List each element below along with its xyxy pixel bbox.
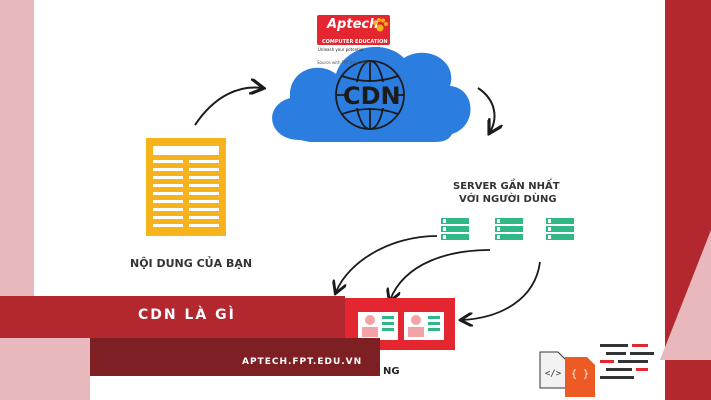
server-icon-3 [546,218,574,240]
banner-title: CDN LÀ GÌ [138,307,236,323]
arrow-server1-to-users [336,235,438,292]
cdn-cloud-icon [272,46,471,142]
left-decor-bar [0,0,34,296]
code-lines-decor [600,344,654,379]
css-file-icon: { } [565,357,595,397]
cdn-cloud-label: CDN [343,82,401,110]
svg-text:{ }: { } [571,369,589,380]
powered-by-text: Source with FPT Education [317,60,371,65]
content-caption: NỘI DUNG CỦA BẠN [130,257,253,270]
title-banner [0,296,345,338]
users-caption-partial: NG [383,366,400,377]
logo-tagline: COMPUTER EDUCATION [322,39,388,45]
server-icon-2 [495,218,523,240]
arrow-server2-to-users [390,249,491,300]
server-caption-line1: SERVER GẦN NHẤT [453,181,560,192]
document-icon [146,138,226,236]
users-icon [358,312,444,340]
svg-text:</>: </> [545,369,562,379]
right-diagonal-decor [660,230,711,360]
arrow-cdn-to-servers [477,87,494,132]
website-url: APTECH.FPT.EDU.VN [242,357,363,367]
paw-icon [373,18,388,32]
server-caption-line2: VỚI NGƯỜI DÙNG [459,194,557,205]
arrow-content-to-cdn [194,87,262,126]
server-icon-1 [441,218,469,240]
logo-slogan: Unleash your potential [318,47,364,52]
arrow-server3-to-users [462,261,541,320]
logo-name: Aptech [327,17,379,32]
bottom-left-decor [0,338,90,400]
